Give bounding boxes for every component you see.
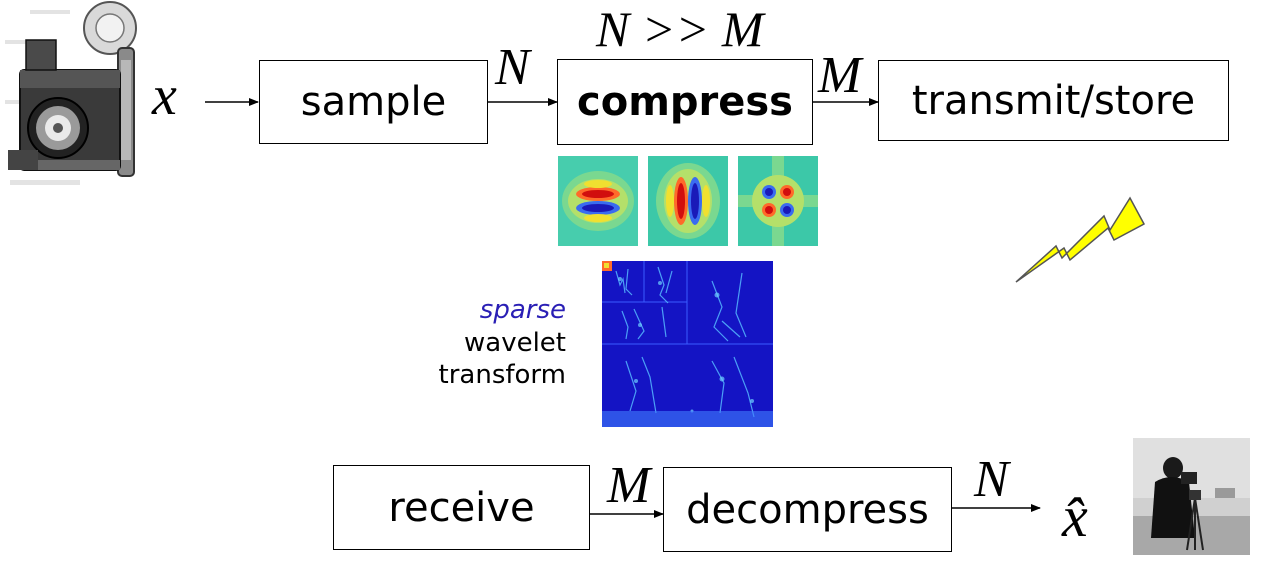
compression-ratio-note: N >> M [596, 1, 764, 57]
transmit-store-box: transmit/store [878, 60, 1229, 141]
received-length-label-m: M [607, 457, 651, 514]
signal-length-label-n: N [495, 39, 530, 96]
input-variable-x: x [152, 65, 177, 127]
compress-box: compress [557, 59, 813, 145]
transmit-store-label: transmit/store [911, 77, 1196, 124]
receive-label: receive [388, 484, 535, 531]
transform-label: transform [438, 360, 566, 390]
sparse-wavelet-image [602, 261, 773, 427]
receive-box: receive [333, 465, 590, 550]
wavelet-basis-vertical [648, 156, 728, 246]
wavelet-caption: sparse wavelet transform [400, 294, 566, 392]
compress-label: compress [577, 79, 793, 125]
lightning-icon [1012, 196, 1148, 286]
wavelet-label: wavelet [464, 327, 566, 358]
reconstructed-length-label-n: N [974, 451, 1009, 508]
sparse-label: sparse [479, 295, 566, 325]
compressed-length-label-m: M [818, 47, 862, 104]
decompress-label: decompress [686, 486, 929, 533]
sample-box: sample [259, 60, 488, 144]
wavelet-basis-horizontal [558, 156, 638, 246]
camera-icon [0, 0, 158, 190]
output-variable-xhat: x̂ [1062, 484, 1088, 549]
decompress-box: decompress [663, 467, 952, 552]
wavelet-basis-diagonal [738, 156, 818, 246]
reconstructed-photo [1133, 438, 1250, 555]
sample-label: sample [300, 79, 447, 125]
